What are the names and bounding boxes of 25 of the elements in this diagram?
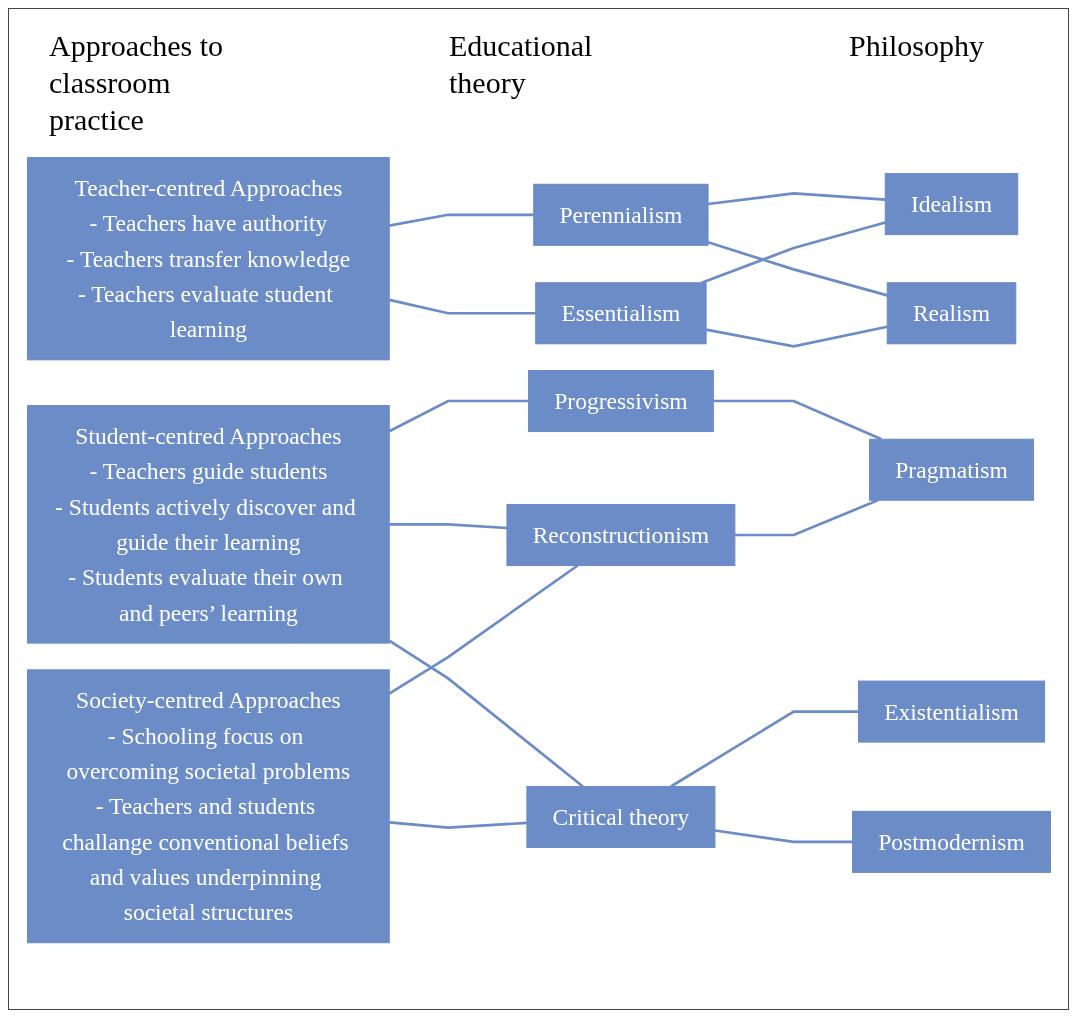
node-box: Idealism xyxy=(884,173,1019,236)
connector xyxy=(388,639,584,788)
connector xyxy=(714,829,853,844)
node-box: Pragmatism xyxy=(869,438,1034,501)
node-box: Progressivism xyxy=(528,369,714,433)
node-box: Reconstructionism xyxy=(506,504,736,567)
connector xyxy=(389,213,534,227)
connector xyxy=(389,821,527,830)
node-box: Postmodernism xyxy=(852,810,1051,873)
column-heading: Educational theory xyxy=(449,28,594,101)
column-heading: Philosophy xyxy=(849,28,986,64)
node-box: Existentialism xyxy=(857,680,1046,743)
node-box: Student-centred Approaches - Teachers guide students - Students actively discover and guide their learning - Students evaluate their own and peers’ learning xyxy=(27,405,390,644)
connector xyxy=(734,499,879,537)
node-box: Perennialism xyxy=(533,183,709,246)
node-box: Critical theory xyxy=(526,785,716,848)
node-box: Essentialism xyxy=(535,282,707,345)
connector xyxy=(670,710,859,788)
node-box: Teacher-centred Approaches - Teachers have authority - Teachers transfer knowledge - Teachers evaluate student learning xyxy=(27,157,390,361)
column-heading: Approaches to classroom practice xyxy=(49,28,225,138)
connector xyxy=(707,241,888,297)
node-box: Society-centred Approaches - Schooling focus on overcoming societal problems - Teachers and students challange conventional beliefs and values underpinning societal structures xyxy=(27,669,390,944)
connector xyxy=(713,399,883,441)
node-box: Realism xyxy=(886,282,1017,345)
connector xyxy=(701,221,886,284)
